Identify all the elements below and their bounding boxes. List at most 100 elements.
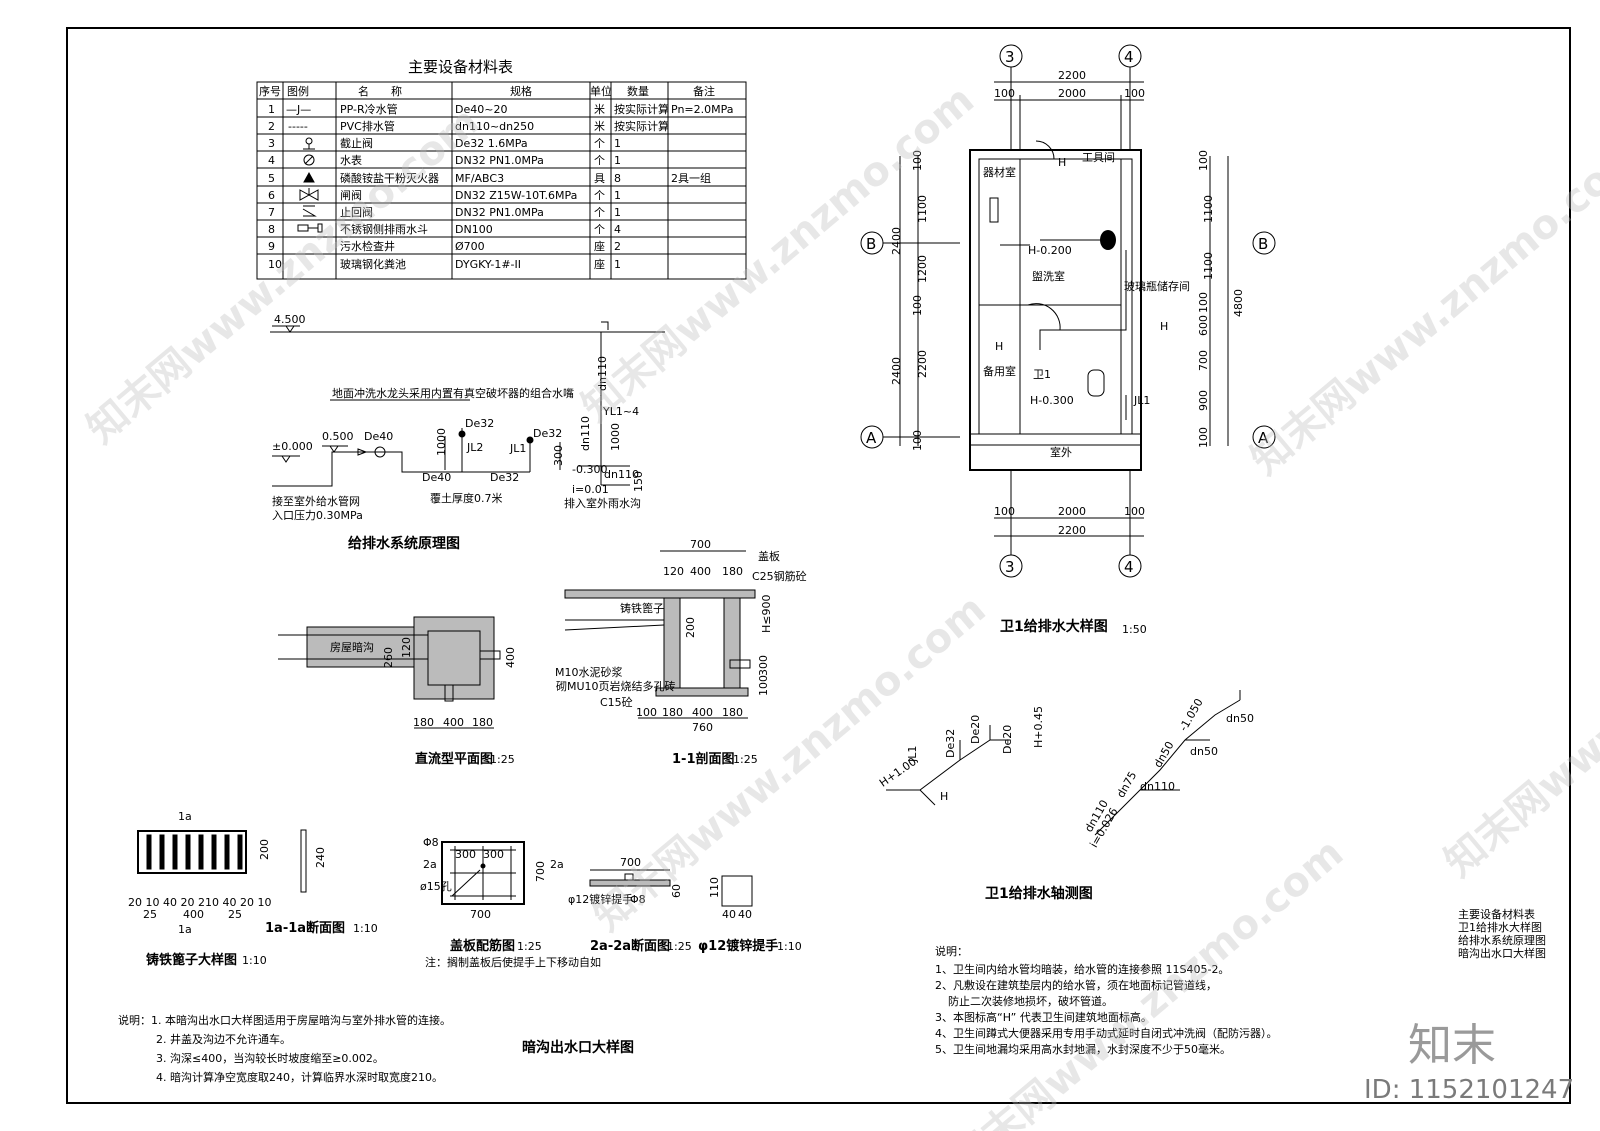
svg-text:200: 200 bbox=[684, 617, 697, 638]
outlet-detail-title: 暗沟出水口大样图 bbox=[522, 1039, 634, 1056]
stop-valve-icon bbox=[303, 137, 315, 150]
cover-title: 盖板配筋图 bbox=[450, 938, 515, 954]
cell-unit: 个 bbox=[594, 189, 605, 202]
svg-text:H+1.00: H+1.00 bbox=[877, 755, 919, 790]
svg-text:1100: 1100 bbox=[1202, 252, 1215, 280]
svg-text:100: 100 bbox=[911, 430, 924, 451]
lbl-jl2: JL2 bbox=[466, 441, 483, 454]
th-no: 序号 bbox=[259, 84, 281, 98]
cell-qty: 按实际计算 bbox=[614, 102, 669, 116]
cell-qty: 1 bbox=[614, 137, 621, 150]
room-equipment: 器材室 bbox=[983, 165, 1016, 179]
lbl-roof-level: 4.500 bbox=[274, 313, 306, 326]
cell-spec: DYGKY-1#-II bbox=[455, 258, 521, 271]
svg-text:dn75: dn75 bbox=[1114, 769, 1139, 800]
svg-text:200: 200 bbox=[258, 839, 271, 860]
svg-text:2000: 2000 bbox=[1058, 87, 1086, 100]
cell-no: 9 bbox=[268, 240, 275, 253]
svg-text:100: 100 bbox=[1124, 505, 1145, 518]
cell-no: 5 bbox=[268, 172, 275, 185]
cell-name: 污水检查井 bbox=[340, 239, 395, 253]
svg-text:1:25: 1:25 bbox=[733, 753, 758, 766]
svg-text:100: 100 bbox=[1197, 427, 1210, 448]
svg-text:H+0.45: H+0.45 bbox=[1032, 706, 1045, 748]
svg-text:C15砼: C15砼 bbox=[600, 696, 633, 709]
svg-text:100: 100 bbox=[994, 505, 1015, 518]
svg-text:4800: 4800 bbox=[1232, 289, 1245, 317]
note-right-3: 防止二次装修地损坏，破坏管道。 bbox=[948, 994, 1113, 1008]
axonometric-view: JL1 H+1.00 De32 De20 De20 H+0.45 H dn110… bbox=[877, 690, 1254, 902]
svg-text:砌MU10页岩烧结多孔砖: 砌MU10页岩烧结多孔砖 bbox=[556, 679, 676, 693]
svg-text:3: 3 bbox=[1005, 48, 1015, 66]
legend-symbols: —J— ----- bbox=[286, 103, 323, 233]
lbl-h1000: 1000 bbox=[435, 428, 448, 456]
svg-text:1:10: 1:10 bbox=[242, 954, 267, 967]
cell-unit: 个 bbox=[594, 206, 605, 219]
svg-text:100: 100 bbox=[911, 295, 924, 316]
svg-text:4: 4 bbox=[1124, 48, 1134, 66]
note-right-6: 5、卫生间地漏均采用高水封地漏，水封深度不少于50毫米。 bbox=[935, 1042, 1231, 1056]
svg-text:-1.050: -1.050 bbox=[1177, 696, 1206, 733]
cell-no: 8 bbox=[268, 223, 275, 236]
cell-unit: 座 bbox=[594, 257, 605, 271]
plan-title: 卫1给排水大样图 bbox=[1000, 618, 1108, 635]
svg-text:400: 400 bbox=[504, 647, 517, 668]
svg-text:A: A bbox=[866, 429, 877, 447]
svg-text:2200: 2200 bbox=[916, 350, 929, 378]
cell-name: 不锈钢侧排雨水斗 bbox=[340, 222, 428, 236]
svg-text:100: 100 bbox=[994, 87, 1015, 100]
svg-text:300: 300 bbox=[455, 848, 476, 861]
svg-text:Φ8: Φ8 bbox=[630, 893, 646, 906]
svg-text:2400: 2400 bbox=[890, 357, 903, 385]
svg-text:110: 110 bbox=[708, 877, 721, 898]
room-toilet1: 卫1 bbox=[1033, 368, 1051, 381]
axo-title: 卫1给排水轴测图 bbox=[985, 885, 1093, 902]
svg-text:3: 3 bbox=[1005, 558, 1015, 576]
cell-qty: 4 bbox=[614, 223, 621, 236]
svg-text:1100: 1100 bbox=[1202, 195, 1215, 223]
cell-no: 6 bbox=[268, 189, 275, 202]
grate-section-title: 1a-1a断面图 bbox=[265, 920, 345, 936]
cell-spec: De32 1.6MPa bbox=[455, 137, 528, 150]
svg-text:1:10: 1:10 bbox=[353, 922, 378, 935]
svg-text:400: 400 bbox=[690, 565, 711, 578]
svg-text:1:10: 1:10 bbox=[777, 940, 802, 953]
cell-spec: MF/ABC3 bbox=[455, 172, 504, 185]
cell-unit: 米 bbox=[594, 120, 605, 133]
gate-valve-icon bbox=[299, 188, 319, 201]
note-right-1: 1、卫生间内给水管均暗装，给水管的连接参照 11S405-2。 bbox=[935, 962, 1229, 976]
cell-note: 2具一组 bbox=[671, 171, 711, 185]
cell-qty: 1 bbox=[614, 189, 621, 202]
svg-text:300: 300 bbox=[757, 655, 770, 676]
svg-text:知末网www.znzmo.com: 知末网www.znzmo.com bbox=[585, 586, 994, 940]
cell-spec: DN32 PN1.0MPa bbox=[455, 206, 544, 219]
door-icon bbox=[1035, 140, 1055, 160]
cell-spec: dn110~dn250 bbox=[455, 120, 534, 133]
svg-text:暗沟出水口大样图: 暗沟出水口大样图 bbox=[1458, 946, 1546, 960]
table-title: 主要设备材料表 bbox=[408, 58, 513, 76]
grate-detail: 1a 200 20 10 40 20 210 40 20 10 25 400 2… bbox=[128, 810, 378, 968]
svg-text:H≤900: H≤900 bbox=[760, 595, 773, 633]
svg-text:2200: 2200 bbox=[1058, 69, 1086, 82]
cell-name: 磷酸铵盐干粉灭火器 bbox=[340, 171, 439, 185]
lbl-dn110b: dn110 bbox=[579, 416, 592, 451]
svg-text:600: 600 bbox=[1197, 315, 1210, 336]
lbl-dn110a: dn110 bbox=[596, 356, 609, 391]
lbl-de32a: De32 bbox=[465, 417, 494, 430]
svg-text:180: 180 bbox=[722, 706, 743, 719]
meter-icon bbox=[374, 446, 386, 458]
section-title: 1-1剖面图 bbox=[672, 751, 735, 767]
lbl-h1000b: 1000 bbox=[609, 423, 622, 451]
schematic-title: 给排水系统原理图 bbox=[348, 535, 460, 552]
svg-text:1:25: 1:25 bbox=[667, 940, 692, 953]
lbl-yl: YL1~4 bbox=[602, 405, 639, 418]
legend-cold-pipe: —J— bbox=[286, 103, 311, 116]
svg-text:B: B bbox=[866, 235, 876, 253]
svg-text:H: H bbox=[1058, 156, 1066, 169]
supply-pipe bbox=[272, 446, 463, 487]
svg-text:120: 120 bbox=[400, 637, 413, 658]
svg-text:2000: 2000 bbox=[1058, 505, 1086, 518]
notes-right: 说明： 1、卫生间内给水管均暗装，给水管的连接参照 11S405-2。 2、凡敷… bbox=[935, 944, 1278, 1056]
svg-text:De20: De20 bbox=[969, 715, 982, 744]
